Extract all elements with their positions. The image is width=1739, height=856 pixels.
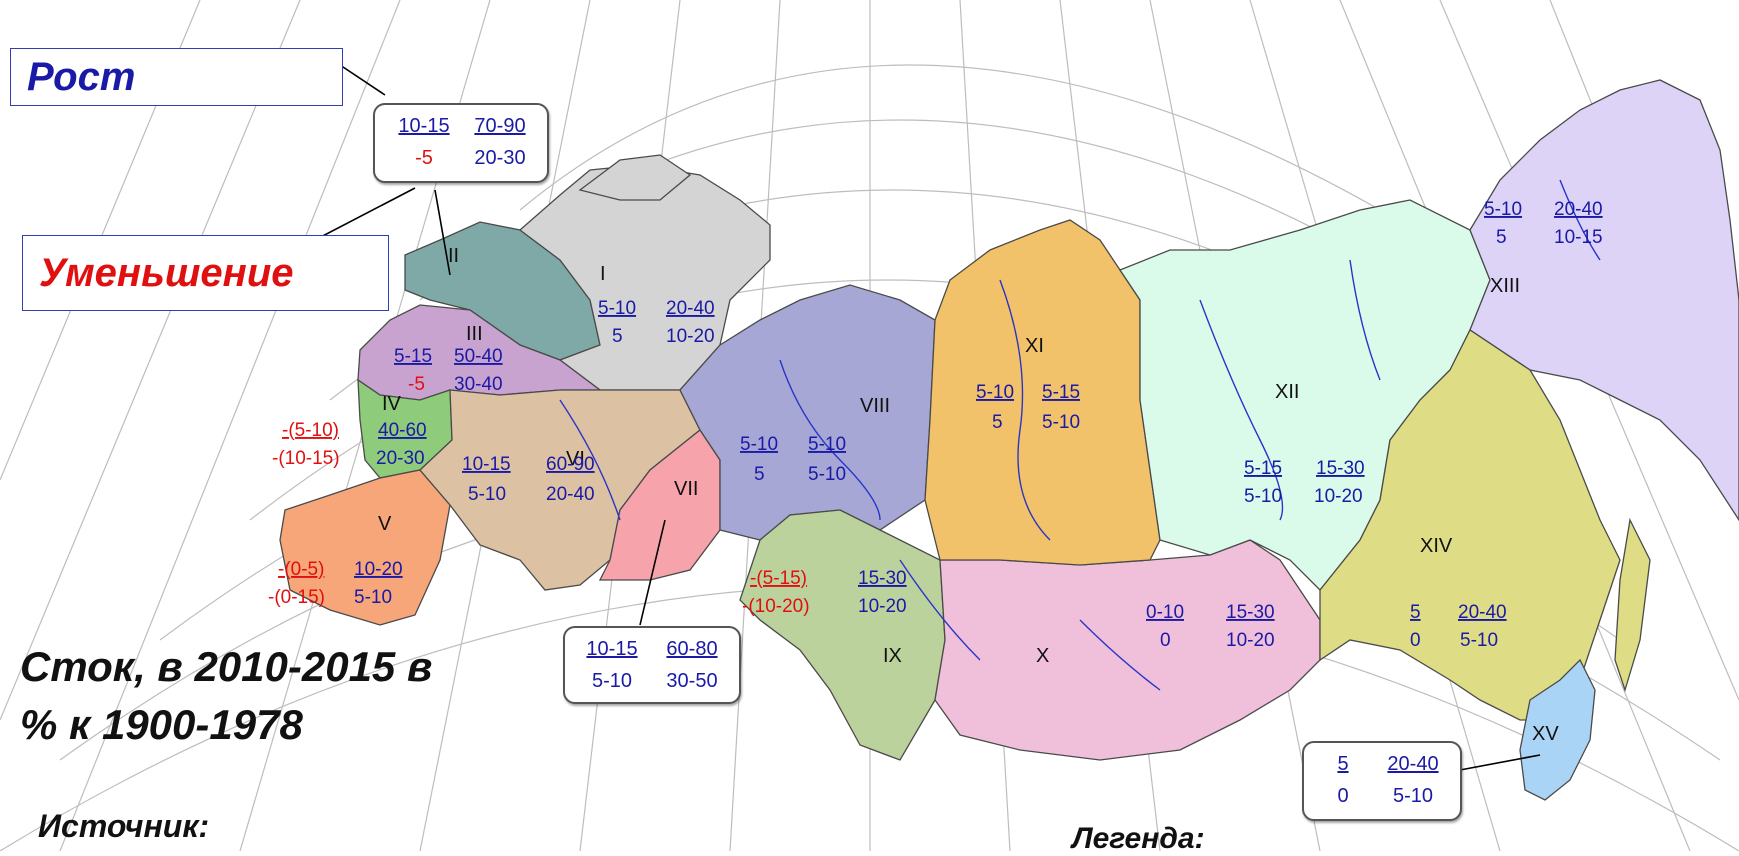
kola-peninsula (578, 154, 692, 201)
region-label: VIII (860, 395, 890, 417)
value-text: -(0-15) (268, 587, 325, 608)
value-text: 5-10 (468, 484, 506, 505)
value-text: 5-10 (1460, 630, 1498, 651)
region-label: X (1036, 645, 1049, 667)
value-text: 5-15 (1244, 458, 1282, 479)
callout-value: 5-10 (591, 670, 633, 692)
value-text: 10-20 (354, 559, 403, 580)
value-text: -(0-5) (278, 559, 324, 580)
value-text: 60-90 (546, 454, 595, 475)
callout-region-XV: 5 20-40 0 5-10 (1302, 741, 1462, 821)
callout-value: 60-80 (666, 638, 718, 660)
region-label: XI (1025, 335, 1044, 357)
region-label: III (466, 323, 483, 345)
value-text: 5 (612, 326, 623, 347)
map-title-line1: Сток, в 2010-2015 в (20, 643, 433, 690)
value-text: 0-10 (1146, 602, 1184, 623)
value-text: 10-20 (858, 596, 907, 617)
region-values: 5-10 20-40 5 10-20 5-15 50-40 -5 30-40 -… (268, 199, 1603, 651)
map-title-line2: % к 1900-1978 (20, 701, 303, 748)
region-label: VII (674, 478, 698, 500)
region-label: II (448, 245, 459, 267)
value-text: 20-40 (546, 484, 595, 505)
callout-value: 20-40 (1387, 753, 1439, 775)
value-text: 5-10 (808, 434, 846, 455)
value-text: 15-30 (1316, 458, 1365, 479)
region-XV-area (1519, 658, 1596, 801)
value-text: 5 (754, 464, 765, 485)
pointer-lines (314, 64, 1541, 771)
region-label: XIII (1490, 275, 1520, 297)
rivers (559, 179, 1601, 691)
regions (279, 79, 1739, 801)
value-text: 5-10 (1244, 486, 1282, 507)
value-text: 5-15 (1042, 382, 1080, 403)
callout-region-VII: 10-15 60-80 5-10 30-50 (563, 626, 741, 704)
value-text: -(5-10) (282, 420, 339, 441)
region-XIV-area (1319, 329, 1621, 721)
value-text: 5-10 (740, 434, 778, 455)
callout-value: 5-10 (1392, 785, 1434, 807)
value-text: 10-20 (1314, 486, 1363, 507)
map-title: Сток, в 2010-2015 в % к 1900-1978 (20, 638, 432, 754)
sakhalin-island (1614, 517, 1651, 693)
value-text: 10-15 (1554, 227, 1603, 248)
region-label: IX (883, 645, 902, 667)
value-text: 5-10 (808, 464, 846, 485)
value-text: 5 (992, 412, 1003, 433)
value-text: 20-40 (666, 298, 715, 319)
legend-growth: Рост (10, 48, 343, 106)
value-text: 5-10 (354, 587, 392, 608)
value-text: 5-10 (976, 382, 1014, 403)
region-label: I (600, 263, 606, 285)
value-text: 5 (1496, 227, 1507, 248)
region-V-area (279, 469, 451, 626)
value-text: 0 (1160, 630, 1171, 651)
legend-decrease-label: Уменьшение (39, 250, 294, 295)
region-labels: I II III IV V VI VII VIII IX X XI XII XI… (378, 245, 1559, 745)
value-text: 20-40 (1554, 199, 1603, 220)
value-text: 10-20 (1226, 630, 1275, 651)
value-text: 10-20 (666, 326, 715, 347)
callout-value: 5 (1337, 753, 1349, 775)
value-text: -(5-15) (750, 568, 807, 589)
value-text: 20-30 (376, 448, 425, 469)
legend-decrease: Уменьшение (22, 235, 389, 311)
value-text: 15-30 (858, 568, 907, 589)
value-text: -5 (408, 374, 425, 395)
value-text: 5-15 (394, 346, 432, 367)
value-text: 40-60 (378, 420, 427, 441)
callout-value: 70-90 (474, 115, 526, 137)
callout-value: 20-30 (474, 147, 526, 169)
legend-label: Легенда: (1072, 822, 1205, 855)
value-text: 5-10 (1042, 412, 1080, 433)
value-text: 5-10 (1484, 199, 1522, 220)
value-text: 5 (1410, 602, 1421, 623)
legend-growth-label: Рост (27, 54, 136, 99)
callout-value: 0 (1337, 785, 1349, 807)
source-label: Источник: (38, 808, 210, 844)
value-text: 10-15 (462, 454, 511, 475)
value-text: 20-40 (1458, 602, 1507, 623)
callout-value: 10-15 (398, 115, 450, 137)
region-label: XV (1532, 723, 1559, 745)
value-text: 0 (1410, 630, 1421, 651)
region-label: XIV (1420, 535, 1453, 557)
region-label: IV (382, 393, 402, 415)
region-label: VI (566, 448, 585, 470)
value-text: 15-30 (1226, 602, 1275, 623)
callout-example-top: 10-15 70-90 -5 20-30 (373, 103, 549, 183)
callout-value: 30-50 (666, 670, 718, 692)
value-text: -(10-20) (742, 596, 810, 617)
value-text: -(10-15) (272, 448, 340, 469)
callout-value: 10-15 (586, 638, 638, 660)
region-IX-area (739, 509, 946, 761)
value-text: 30-40 (454, 374, 503, 395)
value-text: 5-10 (598, 298, 636, 319)
region-label: V (378, 513, 392, 535)
value-text: 50-40 (454, 346, 503, 367)
callout-value: -5 (415, 147, 433, 169)
region-label: XII (1275, 381, 1299, 403)
